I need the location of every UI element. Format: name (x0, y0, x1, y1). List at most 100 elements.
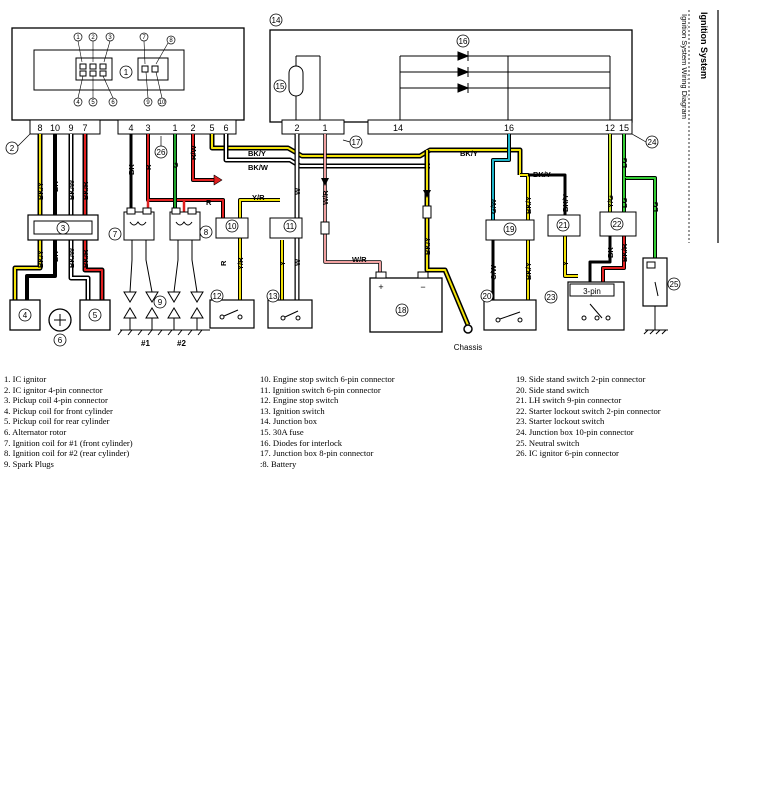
label-bk-y-7: BK/Y (524, 196, 533, 214)
label-y-r-2: Y/R (236, 257, 245, 270)
starter-lockout-switch (567, 281, 625, 331)
conn-pin-8: 8 (37, 123, 42, 133)
jb-pin-2: 2 (294, 123, 299, 133)
callout-18: 18 (398, 306, 407, 315)
battery (369, 271, 443, 333)
cylinder-2-label: #2 (177, 339, 186, 348)
callout-15: 15 (276, 82, 285, 91)
label-bk-w-2: BK/W (67, 247, 76, 268)
label-r-w-1: R/W (189, 145, 198, 161)
chassis-ground (463, 324, 473, 334)
legend-item: 9. Spark Plugs (4, 458, 54, 469)
fuse-30a (288, 65, 304, 97)
legend-item: 1. IC ignitor (4, 374, 47, 384)
ic-ignitor-inner-panel (33, 49, 185, 91)
wire-r-w-out (191, 134, 223, 186)
label-lg-2: LG (620, 197, 629, 208)
callout-24: 24 (648, 138, 657, 147)
label-bk-4: BK (606, 247, 615, 258)
callout-6: 6 (58, 336, 63, 345)
callout-16: 16 (459, 37, 468, 46)
ignitor-pin-4: 4 (76, 100, 80, 106)
conn-pin-9: 9 (68, 123, 73, 133)
label-bk-y-6: BK/Y (423, 237, 432, 255)
label-bk-r-1: BK/R (81, 181, 90, 200)
label-bk-y-3: BK/Y (248, 149, 266, 158)
label-bk-w-1: BK/W (67, 179, 76, 200)
wire-y-starter-lockout (563, 236, 578, 278)
legend-item: 25. Neutral switch (516, 437, 580, 448)
conn-pin-10: 10 (50, 123, 60, 133)
callout-22: 22 (613, 220, 622, 229)
wire-bk-starter-lockout (588, 236, 612, 282)
legend-item: 12. Engine stop switch (260, 395, 339, 406)
callout-10: 10 (228, 222, 237, 231)
side-subtitle: Ignition System Wiring Diagram (680, 14, 689, 119)
legend-col-1: 1. IC ignitor 2. IC ignitor 4-pin connec… (4, 374, 133, 469)
wire-r-coils (146, 134, 225, 222)
legend-item: 17. Junction box 8-pin connector (260, 448, 374, 459)
conn-pin-5: 5 (209, 123, 214, 133)
label-bk-r-3: BK/R (620, 243, 629, 262)
legend-item: 14. Junction box (260, 416, 318, 427)
callout-7: 7 (113, 230, 118, 239)
ignition-wiring-diagram: 1 2 3 7 8 4 5 6 9 10 8 10 9 7 4 3 1 2 5 … (5, 10, 719, 352)
ignition-coil-1 (123, 207, 155, 241)
connector-26-strip (29, 119, 101, 135)
legend-item: 10. Engine stop switch 6-pin connector (260, 374, 395, 384)
callout-19: 19 (506, 225, 515, 234)
jb-pin-15: 15 (619, 123, 629, 133)
label-y-2: Y (561, 261, 570, 266)
label-bk-1: BK (51, 181, 60, 192)
label-bk-3: BK (127, 164, 136, 175)
callout-23: 23 (547, 293, 556, 302)
ignitor-pin-7: 7 (142, 35, 146, 41)
label-bk-y-9: BK/Y (561, 194, 570, 212)
legend-item: 16. Diodes for interlock (260, 437, 343, 448)
ignitor-pin-2: 2 (91, 35, 95, 41)
label-g-w-2: G/W (489, 264, 498, 280)
wire-bk-y-to-pickup-4 (12, 240, 43, 300)
conn-pin-3: 3 (145, 123, 150, 133)
callout-1: 1 (124, 68, 129, 77)
wire-g-w-side-stand (491, 134, 511, 222)
ignition-switch (267, 299, 313, 329)
conn-pin-4: 4 (128, 123, 133, 133)
label-lg-3: LG (651, 201, 660, 212)
label-lg-1: LG (620, 157, 629, 168)
legend-item: :8. Battery (260, 458, 297, 469)
label-bk-y-2: BK/Y (36, 250, 45, 268)
legend-col-3: 19. Side stand switch 2-pin connector 20… (516, 374, 661, 459)
label-bk-2: BK (51, 251, 60, 262)
ignitor-pin-5: 5 (91, 100, 95, 106)
legend-item: 21. LH switch 9-pin connector (516, 395, 622, 406)
callout-3: 3 (61, 224, 66, 233)
junction-8pin-strip (281, 119, 345, 135)
cylinder-1-label: #1 (141, 339, 150, 348)
label-y-g-1: Y/G (606, 195, 615, 208)
callout-25: 25 (670, 280, 679, 289)
wire-w-r-battery (323, 134, 382, 272)
ignitor-connector-4pin (75, 57, 113, 81)
wire-bk-y-lh-switch (528, 173, 567, 215)
ignitor-pin-1: 1 (76, 35, 80, 41)
callout-5: 5 (93, 311, 98, 320)
wire-bk-w-to-pickup-5 (68, 240, 91, 300)
legend-item: 6. Alternator rotor (4, 426, 67, 437)
junction-box (269, 29, 633, 123)
jb-pin-14: 14 (393, 123, 403, 133)
callout-12: 12 (213, 292, 222, 301)
legend-item: 15. 30A fuse (260, 426, 304, 437)
component-legend: 1. IC ignitor 2. IC ignitor 4-pin connec… (0, 374, 761, 484)
engine-stop-switch (209, 299, 255, 329)
conn-pin-2: 2 (190, 123, 195, 133)
ignitor-connector-6pin (137, 57, 169, 81)
side-title: Ignition System (699, 12, 709, 79)
wire-lg (622, 134, 657, 258)
wire-bk-r-starter-lockout (601, 236, 626, 282)
label-y-1: Y (278, 261, 287, 266)
label-g-w-1: G/W (489, 198, 498, 214)
label-r-1: R (144, 164, 153, 170)
starter-lockout-connector (599, 211, 637, 237)
label-w-r-1: W/R (321, 190, 330, 205)
